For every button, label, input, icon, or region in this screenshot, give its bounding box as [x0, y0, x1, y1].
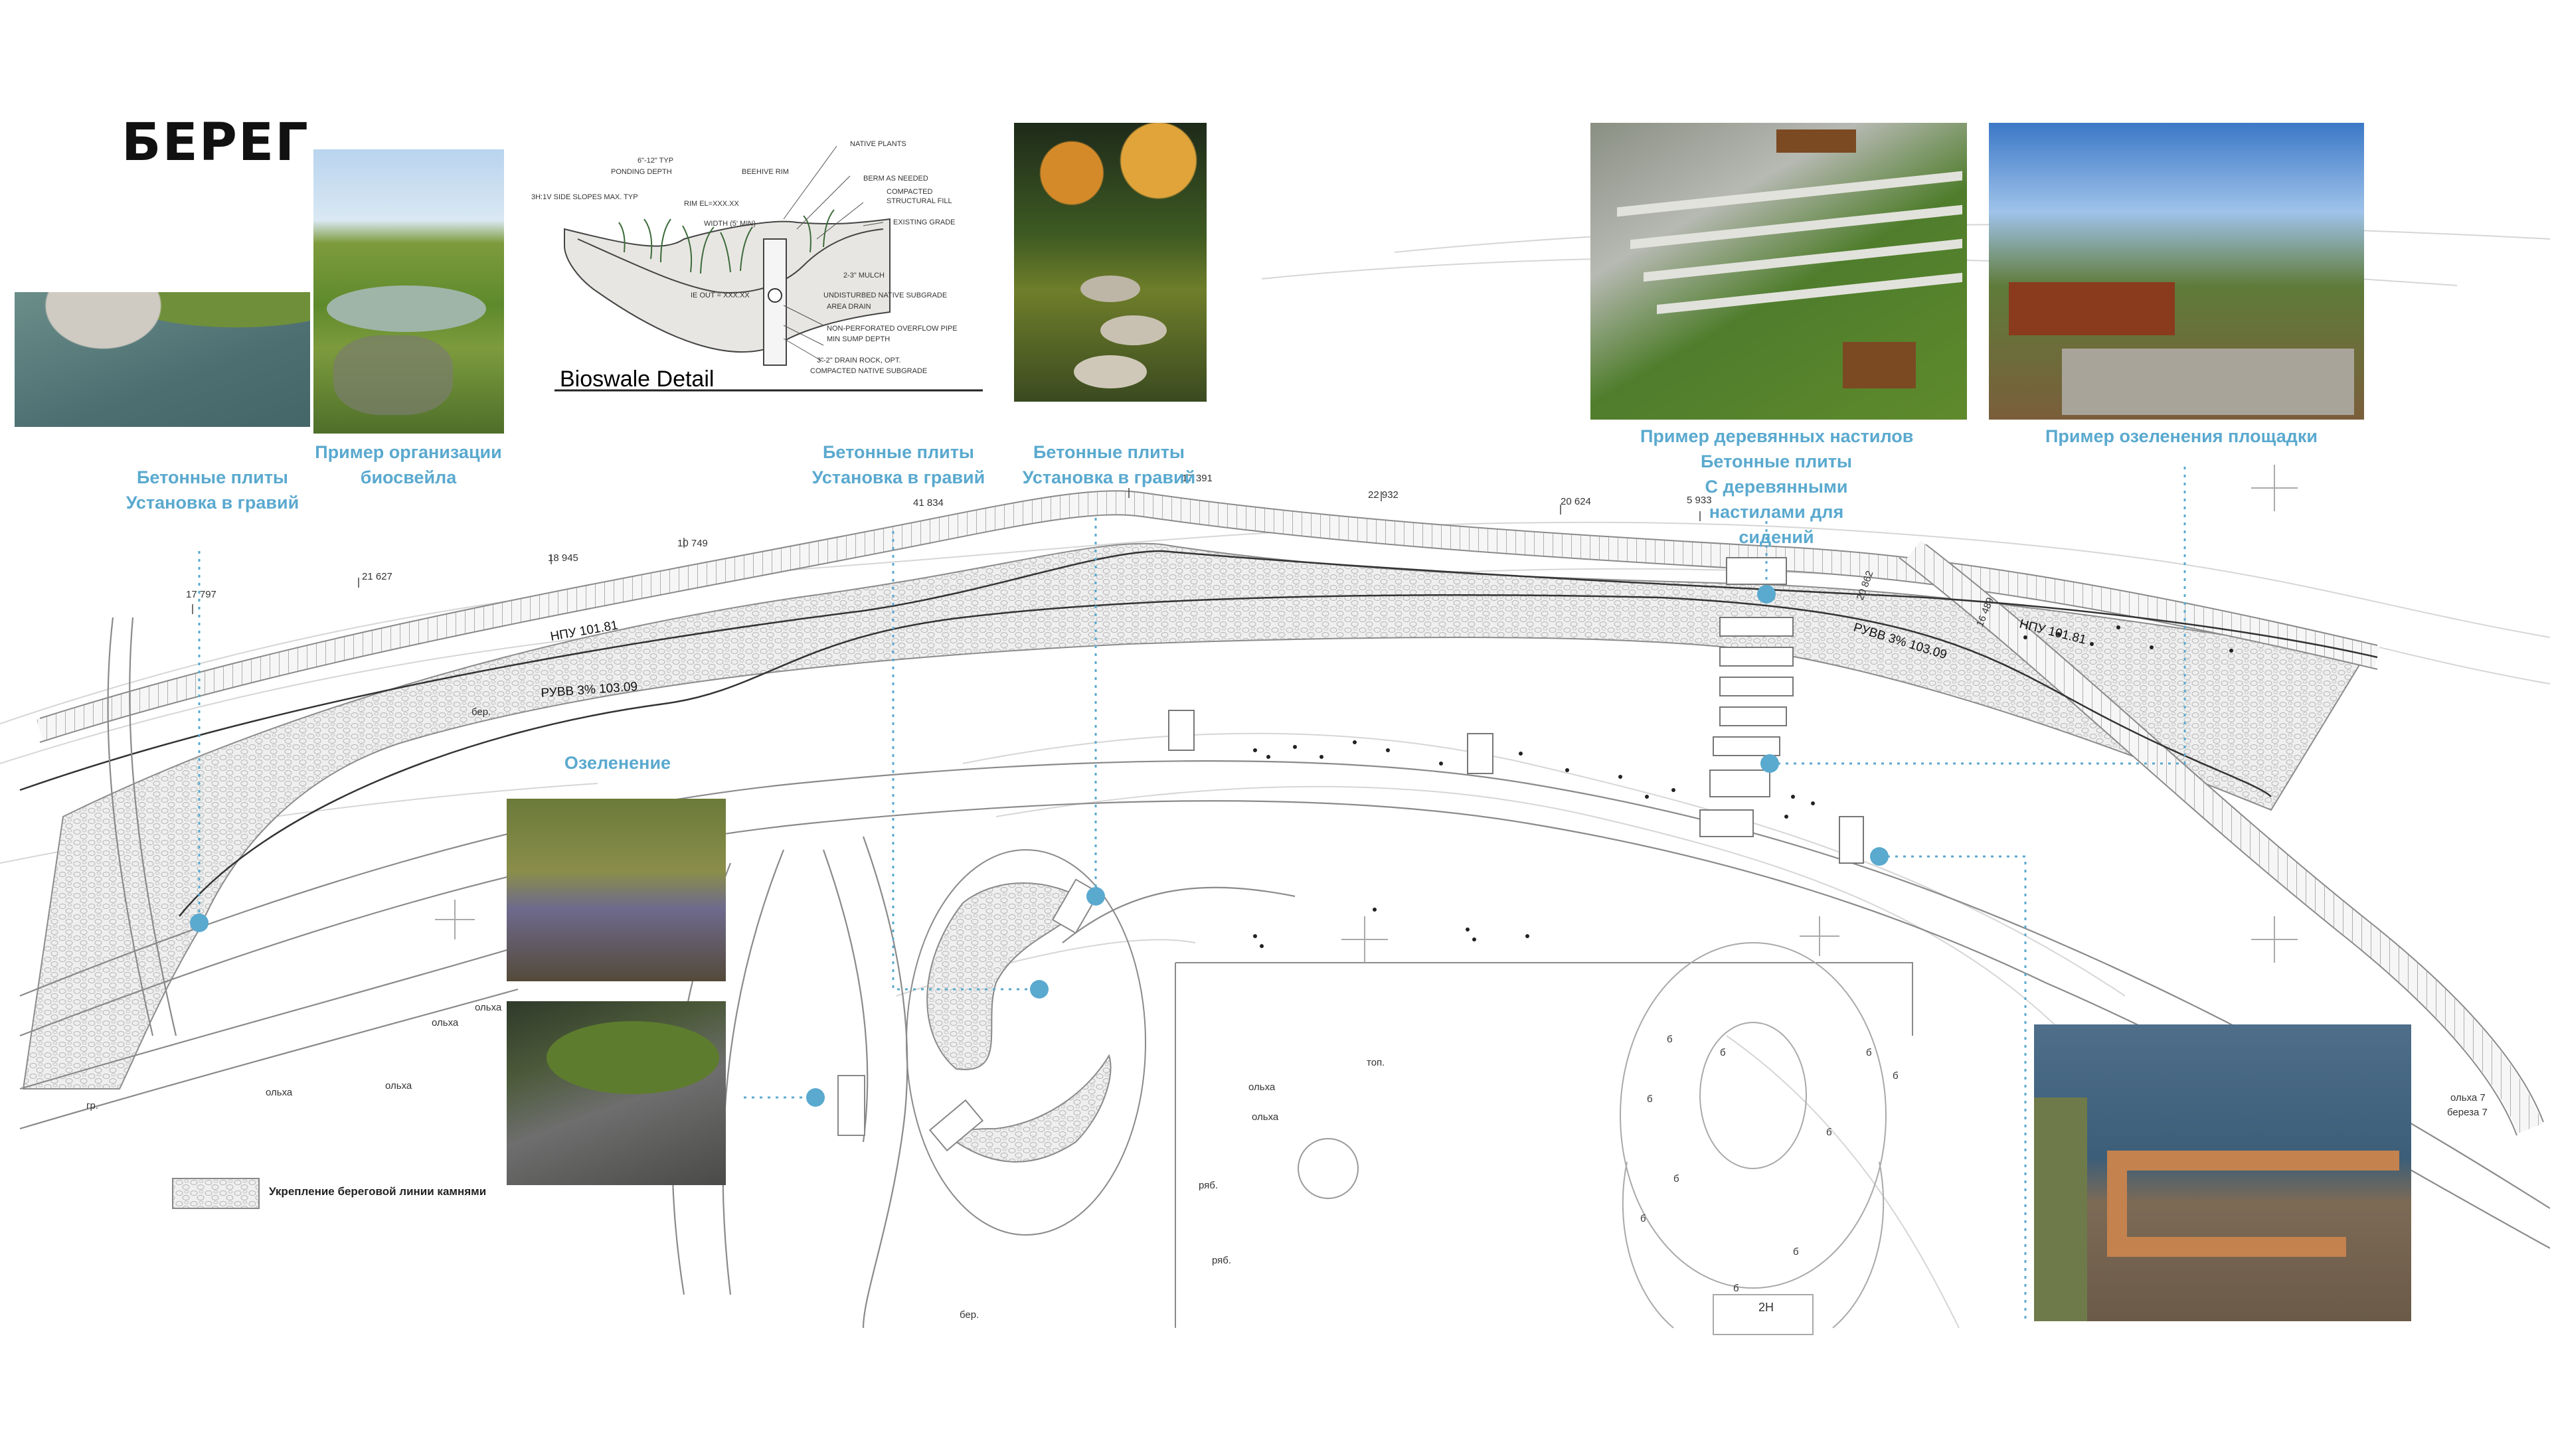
svg-text:17 797: 17 797 [186, 589, 216, 600]
svg-text:BERM AS NEEDED: BERM AS NEEDED [863, 175, 928, 183]
svg-text:3H:1V SIDE SLOPES MAX. TYP: 3H:1V SIDE SLOPES MAX. TYP [531, 193, 638, 201]
svg-text:41 834: 41 834 [913, 497, 944, 509]
svg-text:BEEHIVE RIM: BEEHIVE RIM [742, 168, 789, 176]
bioswale-photo [313, 149, 504, 434]
svg-text:21 627: 21 627 [362, 571, 392, 582]
svg-text:3"-2" DRAIN ROCK, OPT.: 3"-2" DRAIN ROCK, OPT. [817, 357, 900, 364]
svg-text:ряб.: ряб. [1212, 1255, 1231, 1266]
svg-text:ольха: ольха [432, 1017, 459, 1028]
svg-text:UNDISTURBED NATIVE SUBGRADE: UNDISTURBED NATIVE SUBGRADE [823, 291, 947, 299]
planted-terrace-photo [1989, 123, 2364, 420]
svg-text:5 933: 5 933 [1687, 495, 1712, 506]
svg-text:ряб.: ряб. [1199, 1180, 1218, 1191]
svg-text:б: б [1673, 1173, 1679, 1184]
svg-text:бер.: бер. [960, 1309, 979, 1321]
legend-label: Укрепление береговой линии камнями [269, 1185, 487, 1198]
svg-text:NON-PERFORATED OVERFLOW PIPE: NON-PERFORATED OVERFLOW PIPE [827, 325, 958, 333]
svg-text:EXISTING GRADE: EXISTING GRADE [893, 218, 956, 226]
svg-text:береза 7: береза 7 [2447, 1107, 2488, 1118]
legend-swatch [172, 1178, 260, 1209]
svg-text:б: б [1647, 1093, 1653, 1105]
svg-text:RIM EL=XXX.XX: RIM EL=XXX.XX [684, 200, 740, 208]
svg-text:COMPACTED: COMPACTED [887, 188, 933, 196]
svg-text:ольха: ольха [475, 1002, 502, 1013]
svg-text:б: б [1733, 1283, 1739, 1294]
caption-greening: Озеленение [564, 753, 671, 773]
svg-text:ольха: ольха [385, 1080, 412, 1092]
page-title: БЕРЕГ [122, 113, 309, 173]
svg-text:10 749: 10 749 [677, 538, 708, 549]
svg-text:б: б [1826, 1127, 1832, 1138]
svg-text:ольха: ольха [1252, 1111, 1279, 1123]
caption-greening-area: Пример озеленения площадки [2045, 426, 2318, 446]
svg-text:ольха: ольха [266, 1087, 293, 1098]
svg-text:17 391: 17 391 [1182, 473, 1213, 484]
svg-text:IE OUT = XXX.XX: IE OUT = XXX.XX [691, 291, 750, 299]
svg-text:б: б [1640, 1213, 1646, 1224]
tree-labels: ольха ольха ольха ольха ольха ольха топ.… [86, 706, 2488, 1321]
svg-text:STRUCTURAL FILL: STRUCTURAL FILL [887, 197, 952, 205]
svg-text:NATIVE PLANTS: NATIVE PLANTS [850, 140, 906, 148]
marker-dots [190, 585, 1889, 1107]
svg-text:б: б [1793, 1246, 1799, 1257]
stepping-stones-photo [1014, 123, 1207, 402]
svg-text:ольха: ольха [1248, 1082, 1276, 1093]
svg-text:22 932: 22 932 [1368, 489, 1399, 501]
leader-lines [198, 465, 2186, 1321]
svg-text:WIDTH (5' MIN): WIDTH (5' MIN) [704, 220, 756, 228]
svg-text:2-3" MULCH: 2-3" MULCH [843, 272, 885, 280]
ruvv-line [179, 594, 2272, 917]
svg-text:2Н: 2Н [1758, 1301, 1774, 1314]
svg-text:б: б [1720, 1047, 1726, 1058]
svg-text:гр.: гр. [86, 1100, 98, 1111]
svg-text:бер.: бер. [471, 706, 491, 718]
svg-text:б: б [1893, 1070, 1899, 1082]
svg-text:20 624: 20 624 [1561, 496, 1591, 507]
svg-text:б: б [1866, 1047, 1872, 1058]
npu-line [19, 550, 2378, 791]
svg-text:18 945: 18 945 [548, 552, 578, 564]
bioswale-detail-drawing: 6"-12" TYP PONDING DEPTH 3H:1V SIDE SLOP… [531, 140, 983, 392]
greening-photo-2 [507, 1001, 726, 1185]
svg-text:COMPACTED NATIVE SUBGRADE: COMPACTED NATIVE SUBGRADE [810, 367, 927, 375]
svg-text:PONDING DEPTH: PONDING DEPTH [611, 168, 672, 176]
svg-text:MIN SUMP DEPTH: MIN SUMP DEPTH [827, 335, 890, 343]
rock-shoreline-photo [15, 292, 310, 427]
svg-text:б: б [1667, 1034, 1673, 1045]
svg-text:ольха 7: ольха 7 [2450, 1092, 2486, 1103]
svg-text:AREA DRAIN: AREA DRAIN [827, 303, 871, 311]
bioswale-detail-title: Bioswale Detail [560, 366, 714, 392]
greening-photo-1 [507, 799, 726, 981]
waterfront-deck-photo [2034, 1024, 2411, 1321]
svg-text:6"-12" TYP: 6"-12" TYP [638, 157, 673, 165]
svg-text:топ.: топ. [1367, 1057, 1385, 1068]
concrete-steps-photo [1590, 123, 1967, 420]
